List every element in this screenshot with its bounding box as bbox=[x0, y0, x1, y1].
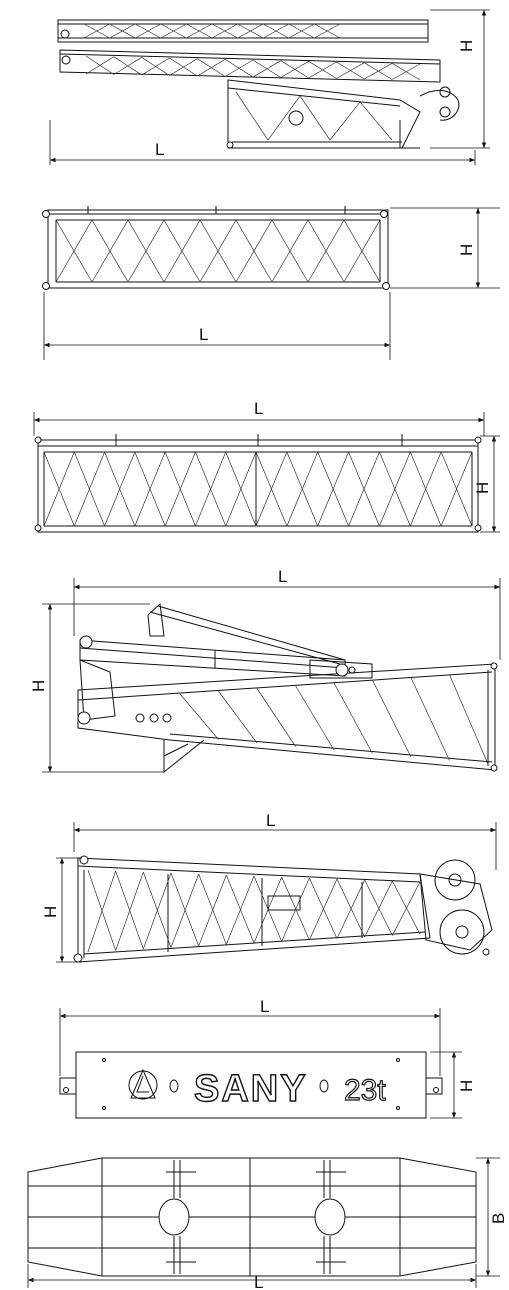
lattice-section-short-drawing: H L bbox=[42, 206, 500, 360]
jib-assembly-drawing: L H bbox=[49, 9, 490, 165]
dim-label-h: H bbox=[41, 906, 60, 918]
dim-label-l: L bbox=[199, 325, 208, 344]
dim-label-h: H bbox=[29, 680, 48, 692]
jib-head-section-drawing: L H bbox=[41, 811, 497, 963]
jib-base-section-drawing: L H bbox=[29, 567, 501, 774]
dim-label-h: H bbox=[457, 1080, 476, 1092]
dim-label-h: H bbox=[457, 244, 476, 256]
counterweight-front-drawing: SANY 23t L H bbox=[59, 997, 476, 1119]
dim-label-b: B bbox=[489, 1213, 508, 1224]
sany-logo-icon bbox=[128, 1068, 158, 1100]
dim-label-l: L bbox=[254, 1273, 263, 1290]
dim-label-h: H bbox=[457, 40, 476, 52]
counterweight-plan-drawing: B L bbox=[27, 1157, 508, 1290]
rating-text: 23t bbox=[344, 1074, 386, 1107]
dim-label-l: L bbox=[278, 567, 287, 586]
dim-label-l: L bbox=[254, 399, 263, 418]
brand-text: SANY bbox=[194, 1068, 308, 1110]
dim-label-l: L bbox=[266, 811, 275, 830]
lattice-section-long-drawing: L H bbox=[33, 399, 500, 533]
dim-label-l: L bbox=[260, 997, 269, 1016]
dim-label-l: L bbox=[155, 140, 164, 159]
dim-label-h: H bbox=[473, 482, 492, 494]
